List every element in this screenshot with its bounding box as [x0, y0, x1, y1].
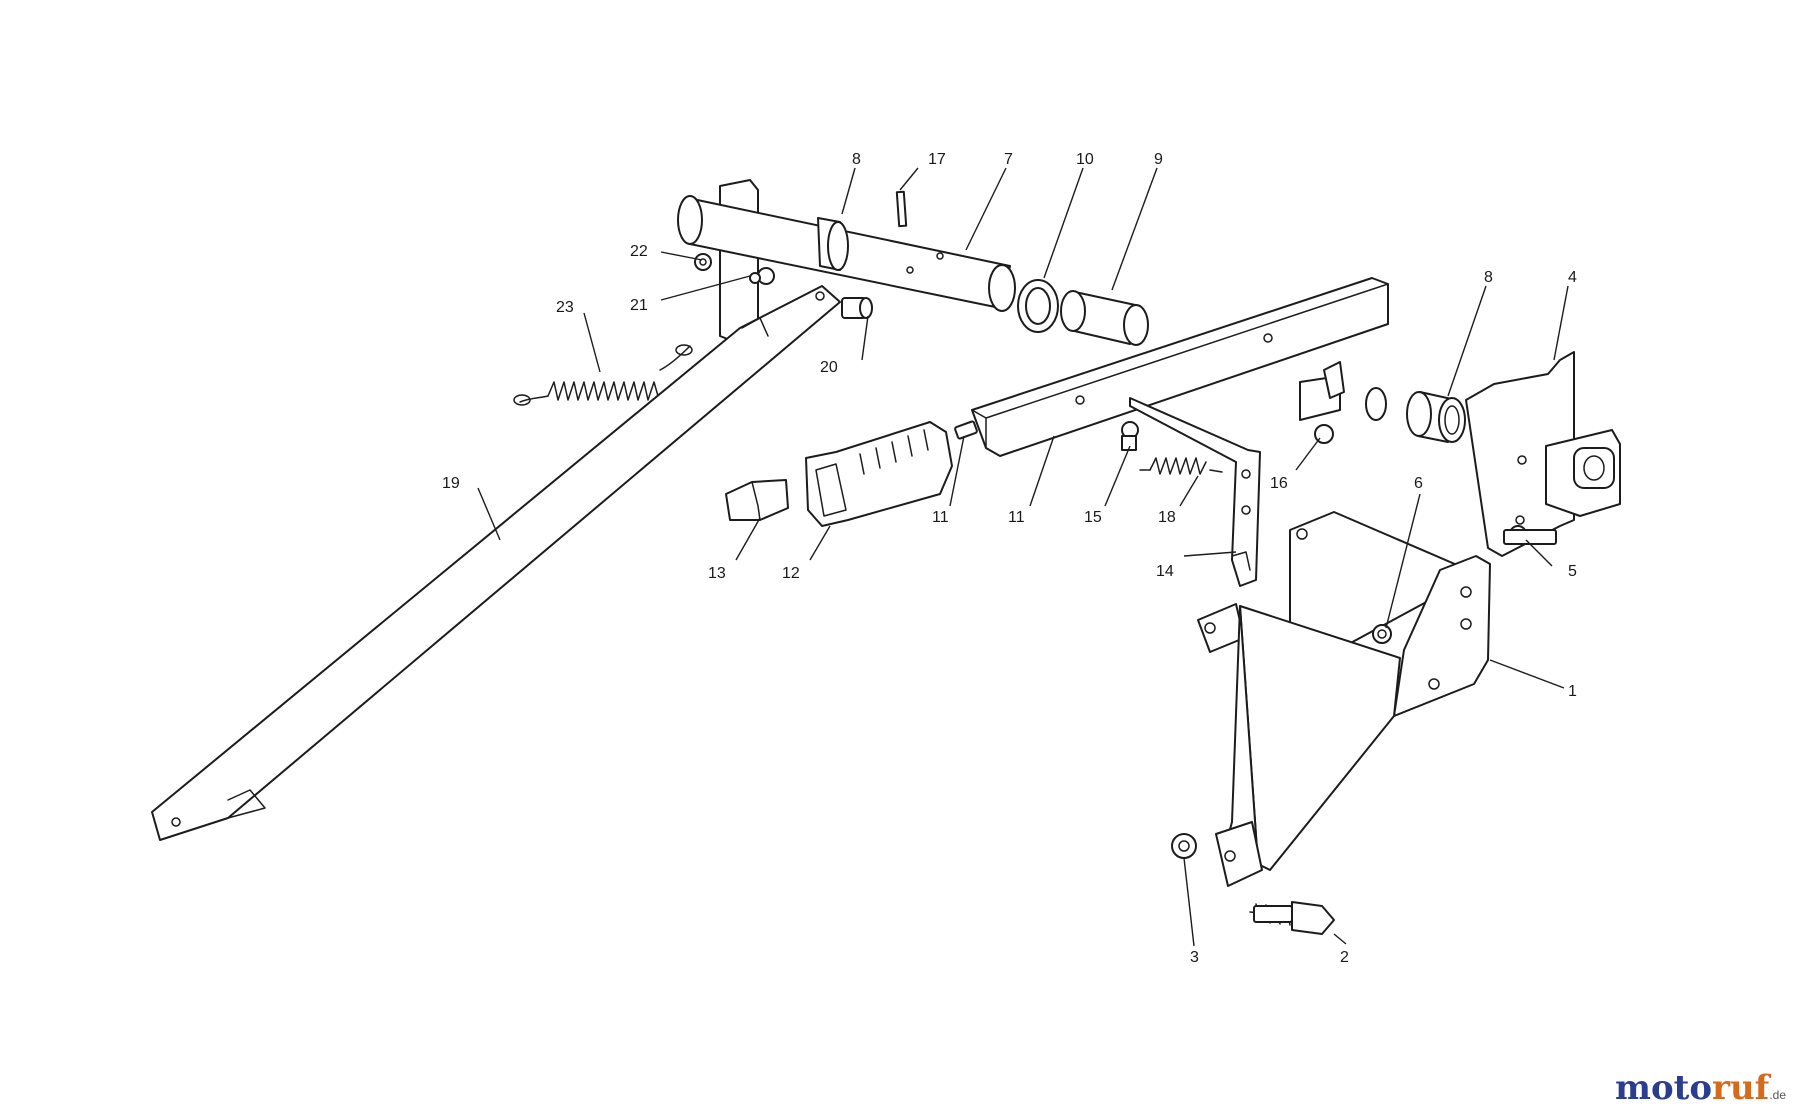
- callout-13: 12: [782, 565, 800, 582]
- part-bolt-17: [1121, 421, 1139, 451]
- callout-11: 11: [1008, 509, 1025, 526]
- callout-14: 13: [708, 565, 726, 582]
- callout-labels: 8 17 7 10 9 8 4 22 21 23 20 19 13 12 11 …: [442, 151, 1577, 966]
- callout-1: 1: [1568, 683, 1577, 700]
- part-spring-19: [1139, 457, 1223, 475]
- callout-9: 9: [1154, 151, 1163, 168]
- logo-text-part2: ruf: [1712, 1068, 1770, 1108]
- callout-17: 15: [1084, 509, 1102, 526]
- part-spring-24: [513, 344, 693, 406]
- callout-19: 18: [1158, 509, 1176, 526]
- callout-6: 6: [1414, 475, 1423, 492]
- part-bolt-2: [1249, 901, 1335, 935]
- callout-12: 11: [932, 509, 949, 526]
- part-bushing-9: [1060, 290, 1149, 346]
- part-main-bracket-1: [1197, 511, 1491, 887]
- callout-24: 23: [556, 299, 574, 316]
- part-pin-12: [954, 420, 978, 440]
- part-bushing-8-right: [1406, 391, 1466, 443]
- callout-4: 4: [1568, 269, 1577, 286]
- part-lever-16: [1129, 397, 1261, 587]
- leader-lines: [477, 167, 1569, 947]
- callout-22: 21: [630, 297, 648, 314]
- part-nut-3: [1171, 833, 1197, 859]
- part-crossbar-11: [971, 277, 1389, 457]
- logo-text-part1: moto: [1615, 1068, 1713, 1108]
- callout-7: 7: [1004, 151, 1013, 168]
- callout-16: 14: [1156, 563, 1174, 580]
- part-cap-14: [725, 479, 789, 521]
- callout-8-right: 8: [1484, 269, 1493, 286]
- callout-15: 17: [928, 151, 946, 168]
- logo-suffix: .de: [1769, 1088, 1786, 1102]
- callout-10: 10: [1076, 151, 1094, 168]
- callout-5: 5: [1568, 563, 1577, 580]
- callout-8-left: 8: [852, 151, 861, 168]
- callout-23: 22: [630, 243, 648, 260]
- callout-18: 16: [1270, 475, 1288, 492]
- motoruf-logo: motoruf.de: [1615, 1068, 1786, 1108]
- callout-20: 19: [442, 475, 460, 492]
- part-washer-10: [1017, 279, 1059, 333]
- part-lever-20: [151, 285, 841, 841]
- part-pedal-grip-13: [805, 421, 953, 527]
- callout-21: 20: [820, 359, 838, 376]
- part-plate-4: [1465, 351, 1621, 557]
- callout-3: 3: [1190, 949, 1199, 966]
- part-shaft-assembly-left: [677, 179, 1016, 341]
- callout-2: 2: [1340, 949, 1349, 966]
